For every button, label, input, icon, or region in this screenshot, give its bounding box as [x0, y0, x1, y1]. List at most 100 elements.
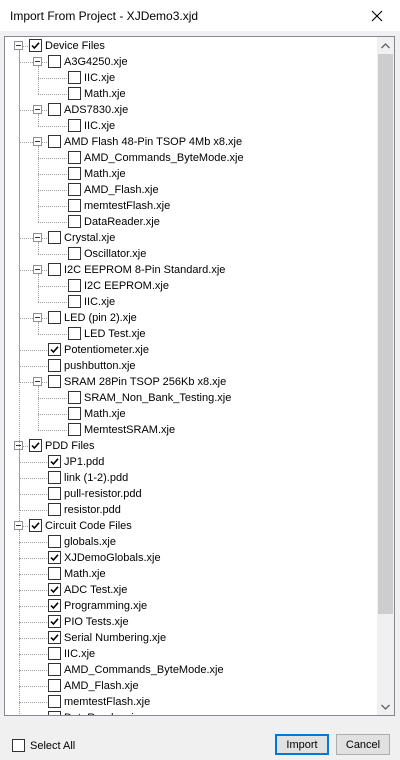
tree-item-checkbox[interactable]: [68, 407, 81, 420]
tree-item-iic-xje[interactable]: IIC.xje: [5, 70, 379, 86]
tree-item-iic-xje[interactable]: IIC.xje: [5, 646, 379, 662]
tree-item-math-xje[interactable]: Math.xje: [5, 166, 379, 182]
tree-item-memtestflash-xje[interactable]: memtestFlash.xje: [5, 694, 379, 710]
collapse-toggle-icon[interactable]: [33, 233, 42, 242]
tree-item-checkbox[interactable]: [48, 55, 61, 68]
tree-item-potentiometer-xje[interactable]: Potentiometer.xje: [5, 342, 379, 358]
tree-item-checkbox[interactable]: [48, 599, 61, 612]
tree-item-serial-numbering-xje[interactable]: Serial Numbering.xje: [5, 630, 379, 646]
tree-item-checkbox[interactable]: [48, 679, 61, 692]
tree-item-pushbutton-xje[interactable]: pushbutton.xje: [5, 358, 379, 374]
tree-item-checkbox[interactable]: [68, 327, 81, 340]
tree-item-checkbox[interactable]: [68, 119, 81, 132]
tree-item-led-pin-2-xje[interactable]: LED (pin 2).xje: [5, 310, 379, 326]
tree-item-adc-test-xje[interactable]: ADC Test.xje: [5, 582, 379, 598]
tree-item-checkbox[interactable]: [48, 359, 61, 372]
tree-item-checkbox[interactable]: [29, 519, 42, 532]
scroll-up-button[interactable]: [377, 37, 394, 54]
tree-item-amd-flash-xje[interactable]: AMD_Flash.xje: [5, 678, 379, 694]
tree-item-globals-xje[interactable]: globals.xje: [5, 534, 379, 550]
tree-item-checkbox[interactable]: [48, 695, 61, 708]
tree-item-checkbox[interactable]: [68, 295, 81, 308]
tree-item-checkbox[interactable]: [48, 311, 61, 324]
collapse-toggle-icon[interactable]: [33, 57, 42, 66]
tree-item-checkbox[interactable]: [48, 631, 61, 644]
tree-item-checkbox[interactable]: [48, 343, 61, 356]
tree-item-oscillator-xje[interactable]: Oscillator.xje: [5, 246, 379, 262]
tree-item-math-xje[interactable]: Math.xje: [5, 86, 379, 102]
scroll-down-button[interactable]: [377, 698, 394, 715]
tree-item-checkbox[interactable]: [48, 535, 61, 548]
tree-item-checkbox[interactable]: [48, 583, 61, 596]
tree-item-checkbox[interactable]: [48, 375, 61, 388]
tree-item-amd-commands-bytemode-xje[interactable]: AMD_Commands_ByteMode.xje: [5, 150, 379, 166]
tree-item-pio-tests-xje[interactable]: PIO Tests.xje: [5, 614, 379, 630]
tree-item-datareader-xje[interactable]: DataReader.xje: [5, 710, 379, 715]
tree-item-checkbox[interactable]: [29, 439, 42, 452]
tree-item-amd-commands-bytemode-xje[interactable]: AMD_Commands_ByteMode.xje: [5, 662, 379, 678]
tree-item-checkbox[interactable]: [68, 87, 81, 100]
collapse-toggle-icon[interactable]: [33, 313, 42, 322]
collapse-toggle-icon[interactable]: [33, 265, 42, 274]
tree-item-checkbox[interactable]: [48, 455, 61, 468]
import-button[interactable]: Import: [275, 734, 329, 755]
tree-item-link-1-2-pdd[interactable]: link (1-2).pdd: [5, 470, 379, 486]
collapse-toggle-icon[interactable]: [14, 441, 23, 450]
tree-item-programming-xje[interactable]: Programming.xje: [5, 598, 379, 614]
tree-item-checkbox[interactable]: [68, 391, 81, 404]
tree-item-amd-flash-48-pin-tsop-4mb-x8-xje[interactable]: AMD Flash 48-Pin TSOP 4Mb x8.xje: [5, 134, 379, 150]
tree-item-checkbox[interactable]: [68, 71, 81, 84]
tree-item-checkbox[interactable]: [68, 151, 81, 164]
tree-item-checkbox[interactable]: [48, 567, 61, 580]
tree-item-sram-non-bank-testing-xje[interactable]: SRAM_Non_Bank_Testing.xje: [5, 390, 379, 406]
collapse-toggle-icon[interactable]: [33, 105, 42, 114]
tree-item-checkbox[interactable]: [48, 647, 61, 660]
tree-item-device-files[interactable]: Device Files: [5, 38, 379, 54]
collapse-toggle-icon[interactable]: [14, 521, 23, 530]
tree-item-checkbox[interactable]: [48, 135, 61, 148]
tree-item-ads7830-xje[interactable]: ADS7830.xje: [5, 102, 379, 118]
tree-item-led-test-xje[interactable]: LED Test.xje: [5, 326, 379, 342]
close-button[interactable]: [354, 0, 400, 31]
tree-item-datareader-xje[interactable]: DataReader.xje: [5, 214, 379, 230]
tree-item-checkbox[interactable]: [68, 215, 81, 228]
tree-item-checkbox[interactable]: [48, 711, 61, 715]
tree-item-checkbox[interactable]: [48, 471, 61, 484]
tree-item-i2c-eeprom-8-pin-standard-xje[interactable]: I2C EEPROM 8-Pin Standard.xje: [5, 262, 379, 278]
tree-item-iic-xje[interactable]: IIC.xje: [5, 294, 379, 310]
tree-item-checkbox[interactable]: [48, 231, 61, 244]
tree-item-jp1-pdd[interactable]: JP1.pdd: [5, 454, 379, 470]
tree-item-resistor-pdd[interactable]: resistor.pdd: [5, 502, 379, 518]
select-all-checkbox[interactable]: [12, 739, 25, 752]
tree-item-checkbox[interactable]: [48, 487, 61, 500]
tree-item-sram-28pin-tsop-256kb-x8-xje[interactable]: SRAM 28Pin TSOP 256Kb x8.xje: [5, 374, 379, 390]
collapse-toggle-icon[interactable]: [33, 137, 42, 146]
tree-item-checkbox[interactable]: [68, 247, 81, 260]
tree-item-memtestflash-xje[interactable]: memtestFlash.xje: [5, 198, 379, 214]
tree-item-checkbox[interactable]: [48, 263, 61, 276]
cancel-button[interactable]: Cancel: [336, 734, 390, 755]
tree-item-math-xje[interactable]: Math.xje: [5, 406, 379, 422]
tree-item-checkbox[interactable]: [68, 423, 81, 436]
tree-item-math-xje[interactable]: Math.xje: [5, 566, 379, 582]
tree-item-checkbox[interactable]: [48, 663, 61, 676]
tree-item-checkbox[interactable]: [68, 279, 81, 292]
tree-item-crystal-xje[interactable]: Crystal.xje: [5, 230, 379, 246]
tree-item-xjdemoglobals-xje[interactable]: XJDemoGlobals.xje: [5, 550, 379, 566]
tree-item-checkbox[interactable]: [68, 183, 81, 196]
tree-item-checkbox[interactable]: [48, 615, 61, 628]
tree-item-pdd-files[interactable]: PDD Files: [5, 438, 379, 454]
tree-item-iic-xje[interactable]: IIC.xje: [5, 118, 379, 134]
tree-item-circuit-code-files[interactable]: Circuit Code Files: [5, 518, 379, 534]
vertical-scrollbar[interactable]: [377, 37, 394, 715]
tree-item-checkbox[interactable]: [48, 503, 61, 516]
tree-item-i2c-eeprom-xje[interactable]: I2C EEPROM.xje: [5, 278, 379, 294]
scrollbar-thumb[interactable]: [378, 54, 393, 614]
tree-item-checkbox[interactable]: [29, 39, 42, 52]
tree-item-checkbox[interactable]: [48, 103, 61, 116]
collapse-toggle-icon[interactable]: [14, 41, 23, 50]
tree-item-a3g4250-xje[interactable]: A3G4250.xje: [5, 54, 379, 70]
tree-item-checkbox[interactable]: [68, 167, 81, 180]
tree-item-checkbox[interactable]: [68, 199, 81, 212]
tree-item-amd-flash-xje[interactable]: AMD_Flash.xje: [5, 182, 379, 198]
